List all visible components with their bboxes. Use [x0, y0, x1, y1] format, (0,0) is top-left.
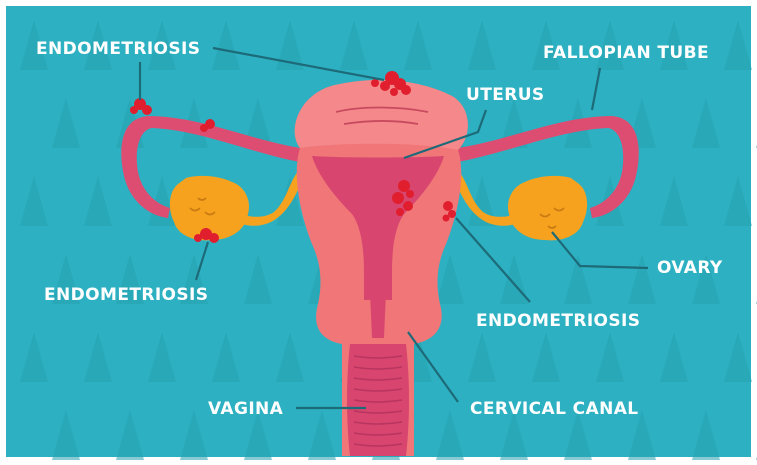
label-fallopian-tube: FALLOPIAN TUBE: [543, 43, 709, 63]
vagina: [347, 344, 409, 456]
label-endometriosis-top: ENDOMETRIOSIS: [36, 39, 200, 59]
label-endometriosis-left: ENDOMETRIOSIS: [44, 285, 208, 305]
label-endometriosis-right: ENDOMETRIOSIS: [476, 311, 640, 331]
label-ovary: OVARY: [657, 258, 723, 278]
right-ovary: [508, 176, 587, 240]
label-cervical-canal: CERVICAL CANAL: [470, 399, 639, 419]
cervical-canal: [370, 292, 386, 338]
label-uterus: UTERUS: [466, 85, 545, 105]
label-vagina: VAGINA: [208, 399, 284, 419]
